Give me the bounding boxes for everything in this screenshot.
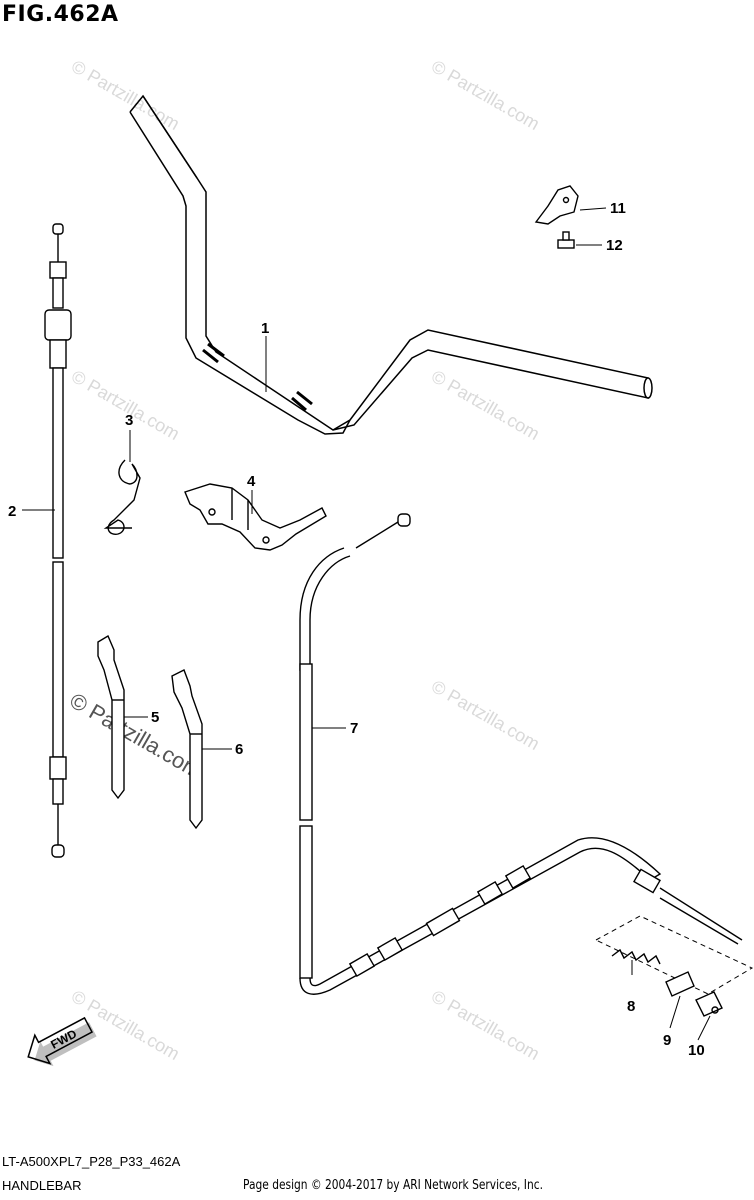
callout-12: 12 bbox=[606, 237, 623, 254]
watermark: © Partzilla.com bbox=[68, 56, 183, 134]
bracket-part-11 bbox=[534, 185, 579, 225]
figure-title: FIG.462A bbox=[2, 2, 119, 27]
cable-tie-part-6 bbox=[171, 669, 203, 830]
callout-8: 8 bbox=[627, 998, 635, 1015]
cable-part-2 bbox=[44, 223, 72, 858]
callout-5: 5 bbox=[151, 709, 159, 726]
watermark: © Partzilla.com bbox=[428, 676, 543, 754]
subassembly-box bbox=[594, 915, 754, 995]
watermark: © Partzilla.com bbox=[428, 366, 543, 444]
callout-11: 11 bbox=[610, 200, 626, 217]
cable-tie-part-5 bbox=[97, 634, 125, 800]
spring-part-8 bbox=[611, 948, 661, 965]
handlebar-part bbox=[129, 94, 653, 435]
clip-part-10 bbox=[695, 991, 723, 1017]
watermark: © Partzilla.com bbox=[428, 56, 543, 134]
clip-part-3 bbox=[103, 459, 141, 535]
fwd-arrow: FWD bbox=[27, 1016, 97, 1067]
bolt-part-12 bbox=[557, 231, 575, 249]
figure-code: LT-A500XPL7_P28_P33_462A bbox=[2, 1154, 181, 1169]
leader-lines bbox=[22, 207, 711, 1041]
callout-labels: 1 2 3 4 5 6 7 8 9 10 11 12 bbox=[8, 200, 705, 1059]
copyright-credit: Page design © 2004-2017 by ARI Network S… bbox=[243, 1178, 543, 1193]
section-name: HANDLEBAR bbox=[2, 1178, 82, 1193]
sleeve-part-9 bbox=[665, 971, 695, 997]
callout-7: 7 bbox=[350, 720, 358, 737]
bracket-part-4 bbox=[184, 483, 327, 551]
callout-10: 10 bbox=[688, 1042, 705, 1059]
callout-9: 9 bbox=[663, 1032, 671, 1049]
watermark: © Partzilla.com bbox=[68, 366, 183, 444]
watermark: © Partzilla.com bbox=[428, 986, 543, 1064]
callout-1: 1 bbox=[261, 320, 269, 337]
callout-2: 2 bbox=[8, 503, 16, 520]
callout-6: 6 bbox=[235, 741, 243, 758]
callout-3: 3 bbox=[125, 412, 133, 429]
callout-4: 4 bbox=[247, 473, 256, 490]
cable-part-7 bbox=[299, 513, 743, 995]
